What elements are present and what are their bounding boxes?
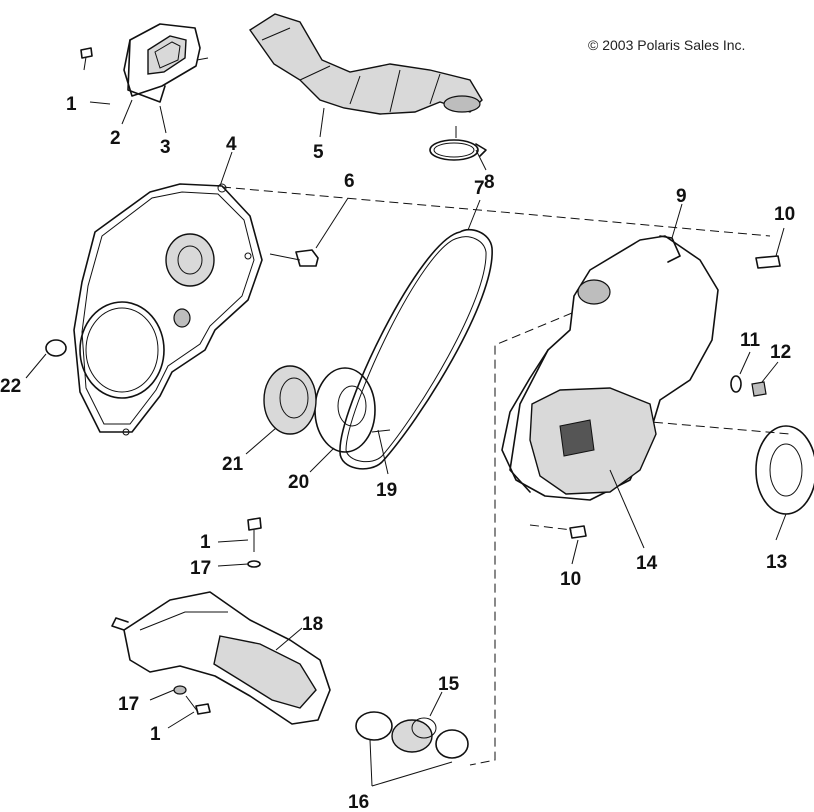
callout-17-lower: 17 [118, 694, 139, 715]
inner-cover-part-4 [73, 183, 263, 436]
callout-13: 13 [766, 552, 787, 573]
callout-22: 22 [0, 376, 21, 397]
callout-21: 21 [222, 454, 244, 475]
o-ring-part-11 [730, 375, 742, 393]
bolt-part-1-middle [247, 517, 262, 552]
callout-1-lower: 1 [150, 724, 161, 745]
alignment-lines [221, 186, 791, 766]
callout-10-lower: 10 [560, 569, 581, 590]
duct-part-18 [111, 591, 331, 725]
gasket-part-13 [755, 425, 814, 515]
plug-part-12 [751, 381, 767, 397]
callout-1-middle: 1 [200, 532, 211, 553]
air-duct-part-5 [249, 13, 483, 115]
plug-part-22 [45, 339, 67, 357]
callout-6: 6 [344, 171, 355, 192]
callout-20: 20 [288, 472, 309, 493]
callout-16: 16 [348, 792, 369, 812]
copyright-notice: © 2003 Polaris Sales Inc. [588, 37, 746, 53]
callout-leaders [25, 99, 787, 787]
callout-8: 8 [484, 172, 495, 193]
drive-belt-part-7 [339, 228, 493, 470]
callout-10-upper: 10 [774, 204, 795, 225]
callout-7: 7 [474, 178, 485, 199]
bolt-part-10-upper [755, 255, 781, 269]
callout-17-upper: 17 [190, 558, 211, 579]
clamp-part-8 [429, 139, 487, 161]
callout-9: 9 [676, 186, 687, 207]
clamp-part-16-right [435, 729, 469, 759]
clamp-part-16-left [355, 711, 393, 741]
bolt-part-10-lower [569, 525, 587, 539]
bolt-part-1-lower [185, 695, 211, 715]
callout-2: 2 [110, 128, 121, 149]
callout-5: 5 [313, 142, 324, 163]
callout-19: 19 [376, 480, 397, 501]
washer-part-17-upper [247, 560, 261, 568]
bolt-part-1-top [80, 47, 93, 71]
sleeve-part-15 [391, 717, 437, 753]
callout-4: 4 [226, 134, 237, 155]
plate-part-20 [314, 367, 391, 453]
callout-18: 18 [302, 614, 323, 635]
callout-15: 15 [438, 674, 460, 695]
callout-14: 14 [636, 553, 658, 574]
bolt-part-6 [269, 249, 319, 267]
callout-12: 12 [770, 342, 791, 363]
callouts: 1 2 3 4 5 6 7 8 9 10 10 11 12 13 14 15 1… [0, 94, 795, 812]
callout-11: 11 [740, 330, 761, 351]
callout-1: 1 [66, 94, 77, 115]
seal-part-21 [263, 365, 317, 435]
callout-3: 3 [160, 137, 171, 158]
intake-boot-part-2-3 [123, 23, 209, 103]
washer-part-17-lower [173, 685, 187, 695]
outer-cover-part-9-14 [501, 235, 719, 501]
